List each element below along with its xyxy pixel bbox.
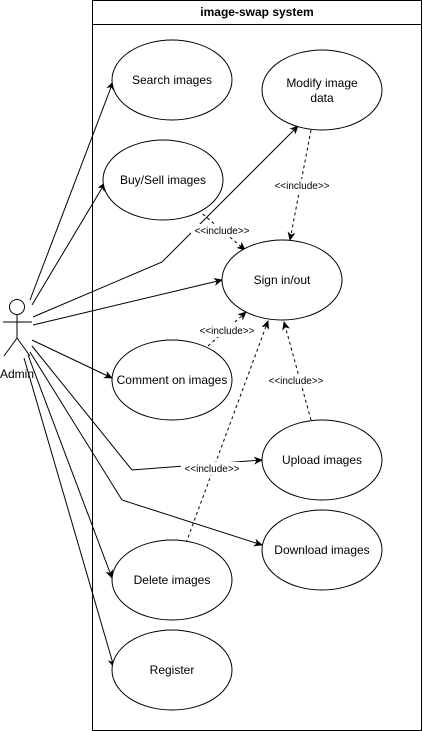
use-case-label: data [310, 91, 334, 105]
use-case-label: Upload images [282, 453, 362, 467]
use-case-label: Download images [274, 543, 369, 557]
use-case-modify-image-data[interactable] [261, 49, 383, 131]
assoc-register [23, 357, 116, 668]
actor-label: Admin [0, 367, 34, 381]
include-label-upload-sign: <<include>> [268, 376, 323, 387]
use-case-label: Register [150, 663, 195, 677]
include-upload-sign [282, 321, 312, 421]
include-label-modify: <<include>> [274, 181, 329, 192]
use-case-search-images[interactable] [111, 39, 233, 121]
use-case-delete-images[interactable] [111, 539, 233, 621]
actor-head [9, 299, 25, 315]
include-label-bg [181, 462, 243, 475]
use-case-upload-images[interactable] [261, 419, 383, 501]
use-case-download-images[interactable] [261, 509, 383, 591]
use-case-label: Modify image [286, 76, 358, 90]
actor-right-leg [16, 337, 31, 357]
assoc-search [29, 81, 114, 301]
actor-left-leg [3, 337, 18, 357]
system-title: image-swap system [200, 5, 313, 19]
assoc-buy-sell [31, 182, 106, 306]
include-label-bg [196, 324, 258, 337]
include-label-comment: <<include>> [199, 326, 254, 337]
include-label-bg [271, 179, 333, 192]
use-case-label: Sign in/out [254, 273, 311, 287]
include-label-bg [265, 374, 327, 387]
include-label-actor-upload: <<include>> [184, 464, 239, 475]
use-case-label: Delete images [134, 573, 211, 587]
assoc-delete [27, 354, 113, 579]
include-label-bg [191, 224, 253, 237]
use-case-comment-on-images[interactable] [111, 339, 233, 421]
use-case-label: Search images [132, 73, 212, 87]
assoc-modify [32, 125, 299, 318]
assoc-download [29, 351, 263, 547]
use-case-label: Buy/Sell images [120, 173, 206, 187]
actor-admin[interactable]: Admin [0, 299, 34, 382]
assoc-comment [31, 339, 113, 379]
use-case-register[interactable] [111, 629, 233, 711]
use-case-label: Comment on images [117, 373, 228, 387]
assoc-sign-in-out [32, 277, 223, 326]
include-label-buy: <<include>> [194, 226, 249, 237]
use-case-sign-in-out[interactable] [221, 239, 343, 321]
use-case-buy-sell-images[interactable] [102, 139, 224, 221]
